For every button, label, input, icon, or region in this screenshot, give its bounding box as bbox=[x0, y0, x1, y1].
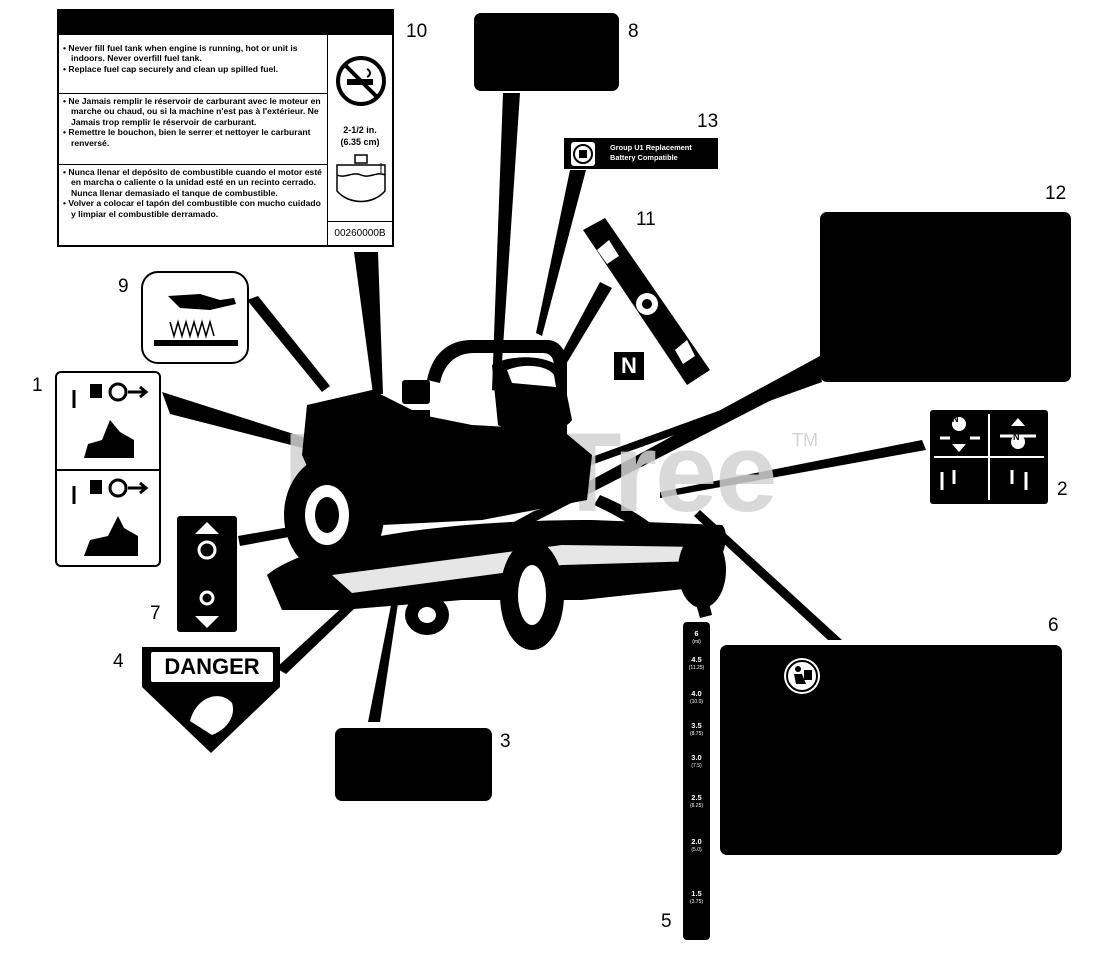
callout-5: 5 bbox=[661, 911, 672, 932]
decal-12 bbox=[820, 212, 1071, 382]
fuel-text-english: • Never fill fuel tank when engine is ru… bbox=[63, 43, 327, 74]
control-strip-label bbox=[583, 218, 710, 385]
speed-strip-label: 6(mi) 4.5(11.25) 4.0(10.0) 3.5(8.75) 3.0… bbox=[683, 622, 710, 940]
no-smoking-icon bbox=[336, 56, 386, 106]
fill-level-text: 2-1/2 in. bbox=[343, 125, 377, 135]
fuel-text-spanish: • Nunca llenar el depósito de combustibl… bbox=[63, 167, 327, 219]
fuel-fr-line-2: • Remettre le bouchon, bien le serrer et… bbox=[63, 127, 311, 148]
strip-tick: 3.0(7.5) bbox=[691, 753, 702, 770]
neutral-label: N bbox=[614, 352, 644, 380]
leader-9 bbox=[247, 296, 330, 392]
leader-13 bbox=[536, 170, 586, 336]
leader-3 bbox=[368, 590, 400, 722]
fuel-es-line-1: • Nunca llenar el depósito de combustibl… bbox=[63, 167, 322, 198]
callout-6: 6 bbox=[1048, 615, 1059, 636]
strip-tick: 3.5(8.75) bbox=[689, 721, 704, 738]
leader-6 bbox=[694, 510, 842, 640]
cutting-height-label bbox=[177, 516, 237, 632]
strip-tick: 2.0(5.0) bbox=[691, 837, 702, 854]
divider bbox=[59, 93, 327, 94]
danger-title: DANGER bbox=[151, 652, 273, 682]
battery-line-1: Group U1 Replacement bbox=[610, 143, 692, 152]
callout-2: 2 bbox=[1057, 479, 1068, 500]
neutral-mark-2: N bbox=[1013, 432, 1020, 442]
strip-tick: 6(mi) bbox=[692, 629, 701, 646]
vertical-divider bbox=[327, 35, 328, 247]
callout-3: 3 bbox=[500, 731, 511, 752]
callout-10: 10 bbox=[406, 21, 428, 42]
neutral-mark-1: N bbox=[952, 414, 959, 424]
leader-1 bbox=[162, 392, 330, 455]
fuel-text-french: • Ne Jamais remplir le réservoir de carb… bbox=[63, 96, 327, 148]
divider bbox=[59, 164, 327, 165]
callout-13: 13 bbox=[697, 111, 719, 132]
callout-4: 4 bbox=[113, 651, 124, 672]
strip-tick: 1.5(3.75) bbox=[689, 889, 704, 906]
decal-6 bbox=[720, 645, 1062, 855]
label-header-bar bbox=[59, 11, 392, 35]
callout-9: 9 bbox=[118, 276, 129, 297]
pto-label bbox=[55, 371, 161, 567]
read-manual-icon bbox=[784, 658, 820, 694]
strip-tick: 2.5(6.25) bbox=[689, 793, 704, 810]
fuel-warning-label: • Never fill fuel tank when engine is ru… bbox=[57, 9, 394, 247]
battery-line-2: Battery Compatible bbox=[610, 153, 678, 162]
strip-tick: 4.5(11.25) bbox=[688, 655, 705, 672]
decal-8 bbox=[474, 13, 619, 91]
watermark-tm: TM bbox=[792, 430, 818, 450]
strip-tick: 4.0(10.0) bbox=[689, 689, 704, 706]
mower-illustration bbox=[267, 340, 726, 650]
hot-surface-label bbox=[141, 271, 249, 364]
battery-label: Group U1 Replacement Battery Compatible bbox=[564, 138, 718, 169]
callout-1: 1 bbox=[32, 375, 43, 396]
fuel-es-line-2: • Volver a colocar el tapón del combusti… bbox=[63, 198, 321, 219]
fuel-en-line-2: • Replace fuel cap securely and clean up… bbox=[63, 63, 279, 74]
fuel-fr-line-1: • Ne Jamais remplir le réservoir de carb… bbox=[63, 96, 321, 127]
fuel-en-line-1: • Never fill fuel tank when engine is ru… bbox=[63, 43, 298, 64]
leader-10 bbox=[354, 252, 383, 394]
leader-8 bbox=[492, 93, 520, 392]
fill-level-metric: (6.35 cm) bbox=[340, 137, 380, 147]
callout-11: 11 bbox=[636, 209, 656, 230]
part-number: 00260000B bbox=[328, 221, 392, 246]
motion-control-label bbox=[930, 410, 1048, 504]
fuel-tank-icon bbox=[336, 154, 386, 203]
callout-7: 7 bbox=[150, 603, 161, 624]
callout-8: 8 bbox=[628, 21, 639, 42]
leader-2 bbox=[660, 440, 926, 498]
manual-read-icon bbox=[571, 142, 595, 166]
callout-12: 12 bbox=[1045, 183, 1067, 204]
decal-3 bbox=[335, 728, 492, 801]
